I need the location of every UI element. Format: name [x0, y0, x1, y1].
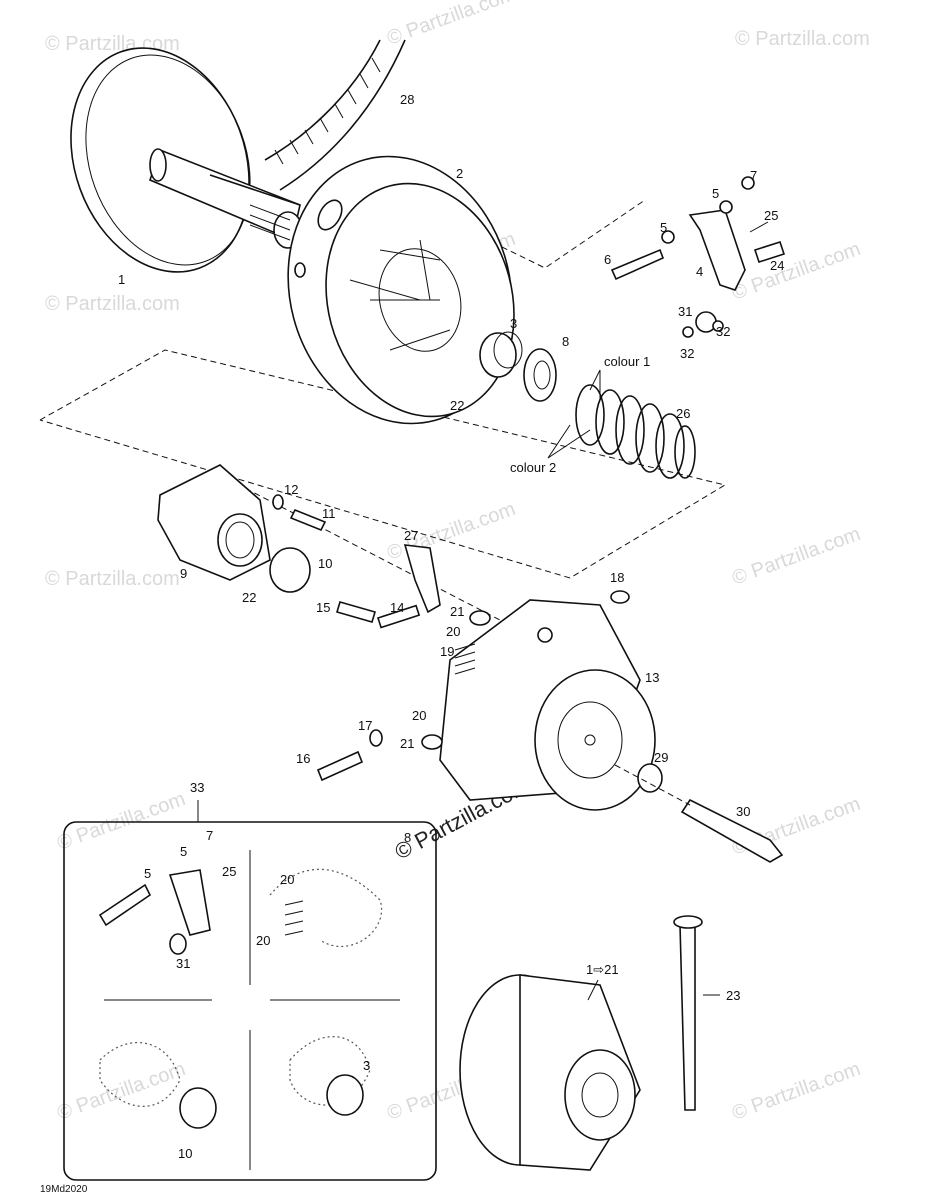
bushing-part — [479, 332, 517, 378]
inset-callout-20: 20 — [280, 872, 294, 887]
callout-27: 27 — [404, 528, 418, 543]
callout-22: 22 — [450, 398, 464, 413]
range-label: 1⇨21 — [586, 962, 619, 977]
complete-clutch-part — [459, 974, 641, 1171]
callout-11: 11 — [322, 506, 336, 521]
callout-8: 8 — [562, 334, 569, 349]
callout-22: 22 — [242, 590, 256, 605]
movable-sheave-part — [287, 155, 515, 425]
inset-callout-25: 25 — [222, 864, 236, 879]
fixed-sheave-part — [70, 47, 303, 273]
inset-callout-3: 3 — [363, 1058, 370, 1073]
callout-14: 14 — [390, 600, 404, 615]
callout-1: 1 — [118, 272, 125, 287]
inset-callout-8: 8 — [404, 830, 411, 845]
bolt-part — [316, 750, 364, 782]
roller-part — [469, 610, 491, 626]
callout-32: 32 — [716, 324, 730, 339]
watermark: © Partzilla.com — [45, 293, 180, 315]
callout-21: 21 — [400, 736, 414, 751]
callout-32: 32 — [680, 346, 694, 361]
callout-4: 4 — [696, 264, 703, 279]
callout-31: 31 — [678, 304, 692, 319]
watermark: © Partzilla.com — [54, 1058, 188, 1125]
roller-part — [421, 734, 443, 750]
governor-cup-part — [439, 599, 656, 811]
watermark: © Partzilla.com — [729, 1058, 863, 1125]
inset-callout-7: 7 — [206, 828, 213, 843]
callout-5: 5 — [660, 220, 667, 235]
inset-callout-10: 10 — [178, 1146, 192, 1161]
colour-1-label: colour 1 — [604, 354, 650, 369]
callout-3: 3 — [510, 316, 517, 331]
callout-33: 33 — [190, 780, 204, 795]
callout-labels: 1 2 3 4 5 5 6 7 8 9 10 11 12 13 14 15 16… — [118, 92, 784, 1003]
callout-17: 17 — [358, 718, 372, 733]
cup-bolt-part — [680, 798, 784, 863]
spring-seat-part — [523, 348, 557, 402]
washer-part — [369, 729, 383, 747]
small-spring-part — [454, 643, 476, 675]
callout-20: 20 — [412, 708, 426, 723]
callout-7: 7 — [750, 168, 757, 183]
watermark: © Partzilla.com — [729, 523, 863, 590]
callout-9: 9 — [180, 566, 187, 581]
long-bolt-part — [679, 924, 696, 1111]
drive-belt-part — [264, 39, 406, 191]
cam-bushing-part — [269, 547, 311, 593]
bolt-part — [336, 601, 376, 623]
callout-19: 19 — [440, 644, 454, 659]
inset-box — [63, 800, 437, 1181]
callout-30: 30 — [736, 804, 750, 819]
callout-5: 5 — [712, 186, 719, 201]
callout-18: 18 — [610, 570, 624, 585]
watermark: © Partzilla.com — [735, 28, 870, 50]
watermark: © Partzilla.com — [45, 568, 180, 590]
pin-part — [376, 604, 421, 629]
washer-part — [637, 763, 663, 793]
callout-20: 20 — [446, 624, 460, 639]
lever-part — [403, 544, 441, 614]
inset-callout-5: 5 — [180, 844, 187, 859]
callout-15: 15 — [316, 600, 330, 615]
watermark: © Partzilla.com — [729, 238, 863, 305]
callout-23: 23 — [726, 988, 740, 1003]
spring-part — [575, 384, 696, 479]
figure-code: 19Md2020 — [40, 1184, 88, 1195]
callout-2: 2 — [456, 166, 463, 181]
inset-callout-20: 20 — [256, 933, 270, 948]
inset-callout-31: 31 — [176, 956, 190, 971]
inset-labels: 7 5 5 25 31 20 20 8 3 10 — [144, 828, 411, 1161]
axis-line — [209, 469, 501, 621]
callout-16: 16 — [296, 751, 310, 766]
callout-24: 24 — [770, 258, 784, 273]
nut-part — [610, 590, 630, 604]
callout-21: 21 — [450, 604, 464, 619]
cam-part — [157, 464, 271, 581]
cam-screw-part — [289, 508, 327, 532]
roller-arm-assembly — [610, 176, 786, 338]
callout-28: 28 — [400, 92, 414, 107]
spring-assembly-boundary — [39, 349, 727, 579]
callout-10: 10 — [318, 556, 332, 571]
callout-6: 6 — [604, 252, 611, 267]
callout-29: 29 — [654, 750, 668, 765]
colour-2-label: colour 2 — [510, 460, 556, 475]
callout-12: 12 — [284, 482, 298, 497]
callout-25: 25 — [764, 208, 778, 223]
cam-washer-part — [272, 494, 284, 510]
callout-26: 26 — [676, 406, 690, 421]
inset-callout-5: 5 — [144, 866, 151, 881]
callout-13: 13 — [645, 670, 659, 685]
